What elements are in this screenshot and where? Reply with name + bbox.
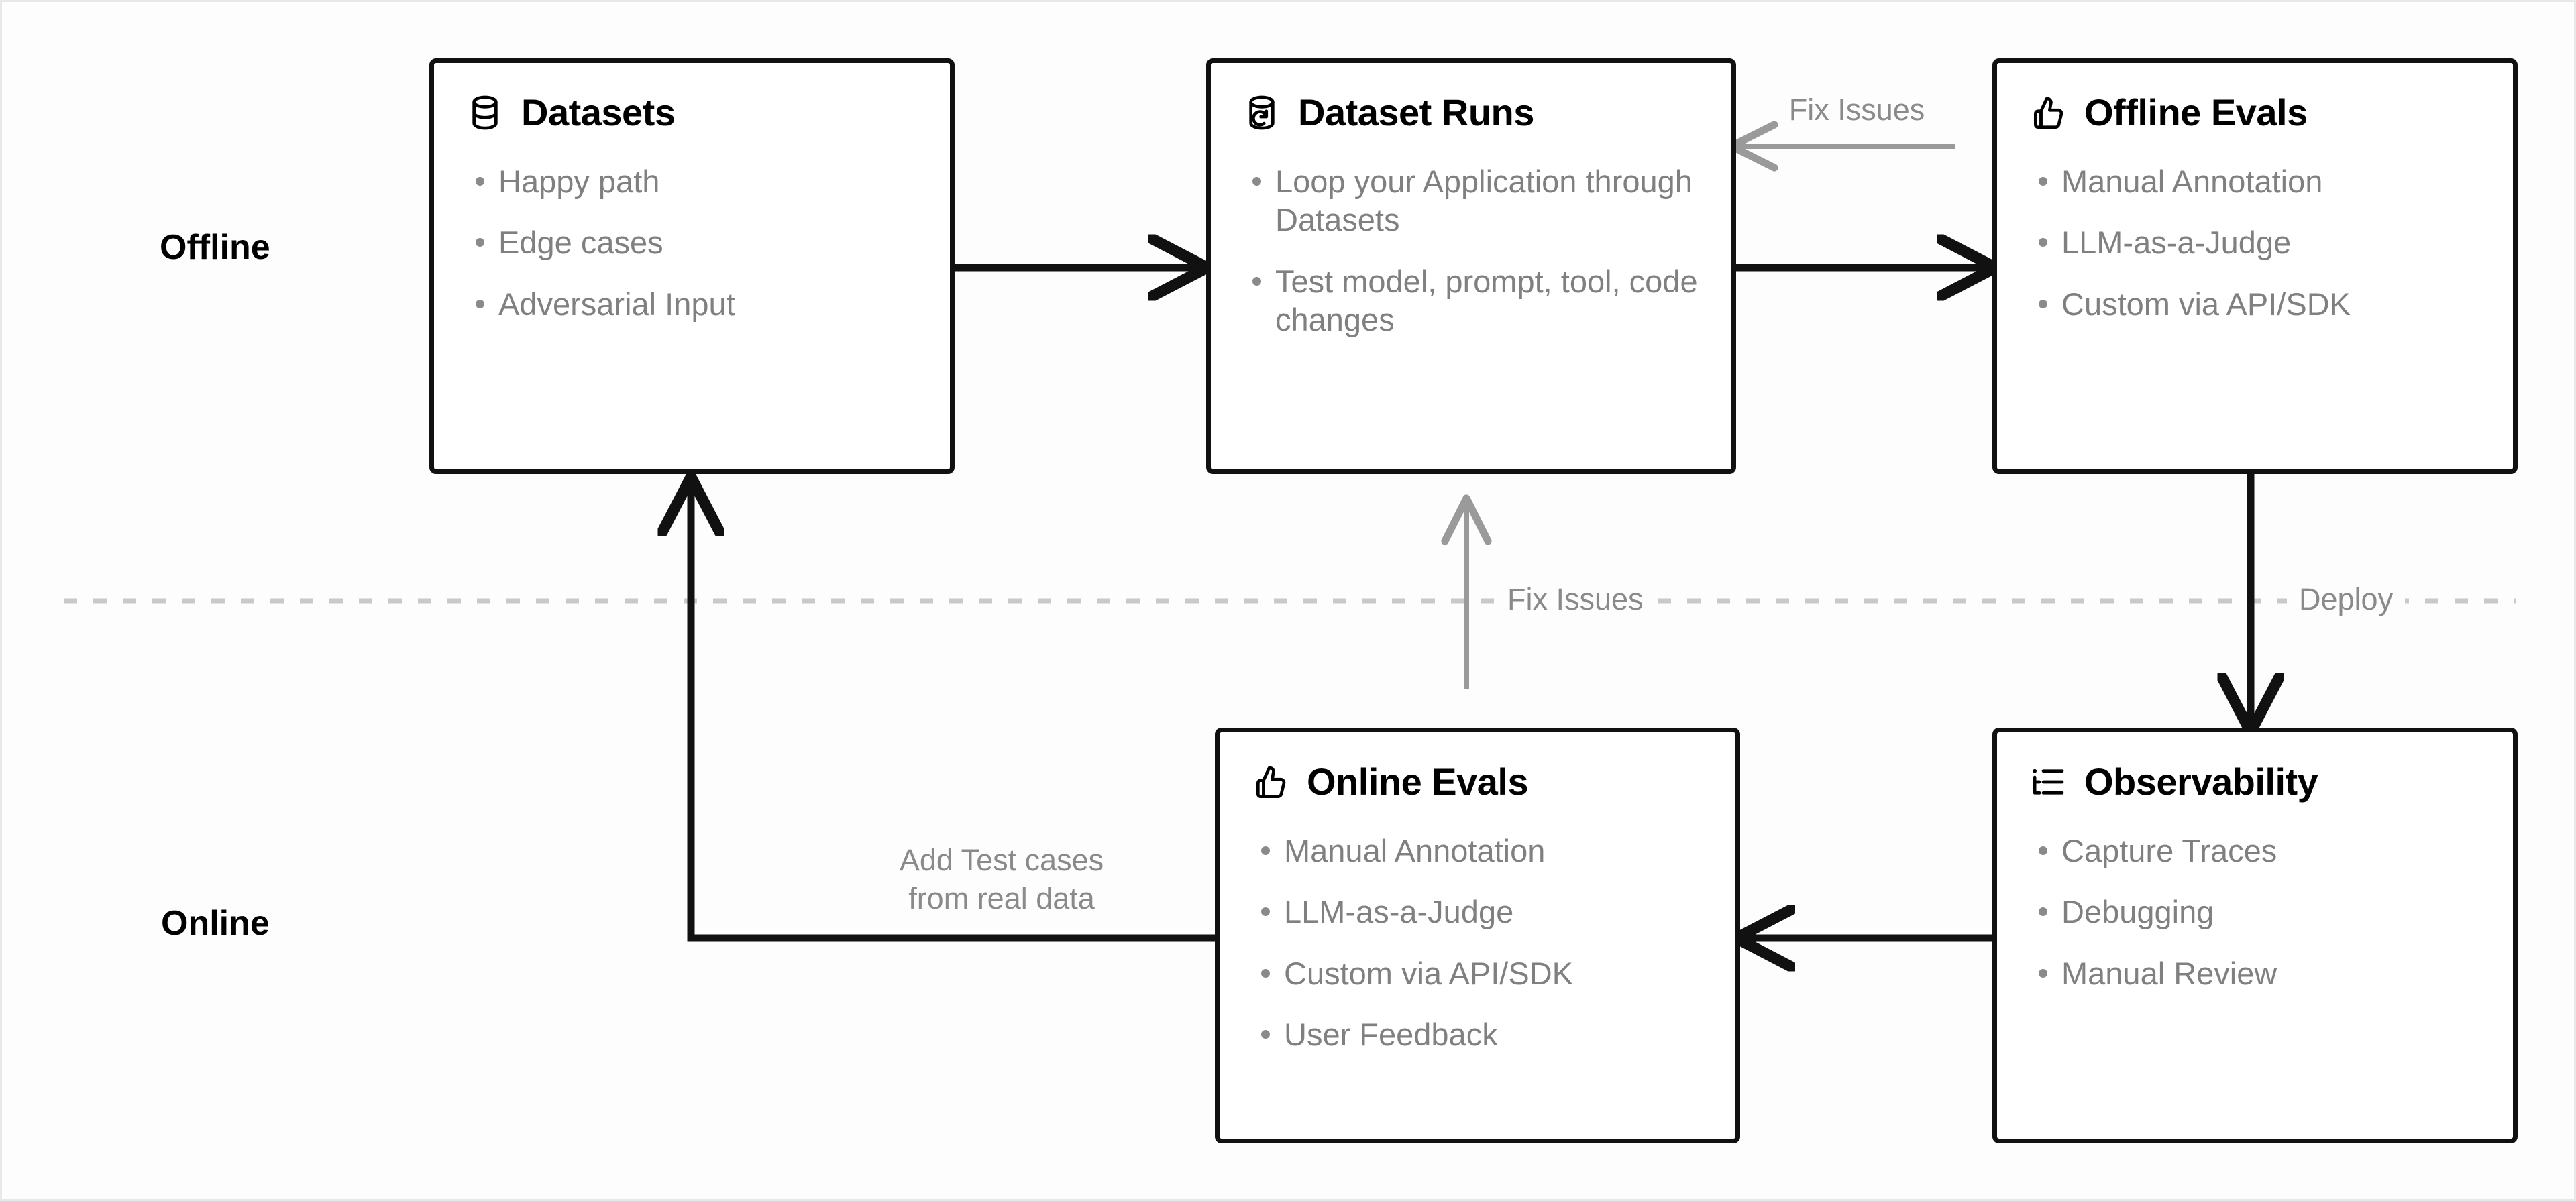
node-offline-evals-title: Offline Evals [2084,91,2308,133]
list-tree-icon [2033,768,2064,795]
node-datasets-header: Datasets [466,94,918,131]
bullet-item: User Feedback [1252,1015,1703,1053]
node-dataset-runs-bullets: Loop your Application through Datasets T… [1243,162,1699,339]
bullet-item: LLM-as-a-Judge [1252,893,1703,931]
thumbs-up-icon [2034,97,2063,129]
node-online-evals[interactable]: Online Evals Manual Annotation LLM-as-a-… [1215,728,1740,1143]
lane-label-offline: Offline [160,228,270,267]
node-datasets-bullets: Happy path Edge cases Adversarial Input [466,162,918,323]
add-test-cases-line-1: Add Test cases [899,843,1104,877]
edge-label-deploy-divider: Deploy [2287,581,2406,619]
bullet-item: Adversarial Input [466,285,918,323]
node-observability[interactable]: Observability Capture Traces Debugging M… [1992,728,2518,1143]
node-observability-header: Observability [2029,763,2481,801]
bullet-item: Loop your Application through Datasets [1243,162,1699,239]
node-dataset-runs-header: Dataset Runs [1243,94,1699,131]
edge-label-fix-issues-divider: Fix Issues [1495,581,1656,619]
bullet-item: Manual Review [2029,954,2481,992]
node-offline-evals-bullets: Manual Annotation LLM-as-a-Judge Custom … [2029,162,2481,323]
bullet-item: Manual Annotation [1252,832,1703,870]
bullet-item: Debugging [2029,893,2481,931]
node-observability-bullets: Capture Traces Debugging Manual Review [2029,832,2481,992]
thumbs-up-icon [1256,766,1286,799]
node-datasets-title: Datasets [521,91,676,133]
node-datasets[interactable]: Datasets Happy path Edge cases Adversari… [429,58,955,474]
node-dataset-runs[interactable]: Dataset Runs Loop your Application throu… [1206,58,1736,474]
bullet-item: Edge cases [466,223,918,262]
node-offline-evals[interactable]: Offline Evals Manual Annotation LLM-as-a… [1992,58,2518,474]
bullet-item: Custom via API/SDK [1252,954,1703,992]
bullet-item: Happy path [466,162,918,201]
add-test-cases-line-2: from real data [908,880,1095,915]
node-online-evals-bullets: Manual Annotation LLM-as-a-Judge Custom … [1252,832,1703,1053]
bullet-item: Capture Traces [2029,832,2481,870]
bullet-item: Custom via API/SDK [2029,285,2481,323]
node-dataset-runs-title: Dataset Runs [1298,91,1534,133]
database-refresh-icon [1249,95,1275,130]
node-online-evals-header: Online Evals [1252,763,1703,801]
bullet-item: LLM-as-a-Judge [2029,223,2481,262]
node-offline-evals-header: Offline Evals [2029,94,2481,131]
edge-label-add-test-cases: Add Test cases from real data [780,842,1223,917]
lane-label-online: Online [161,904,270,943]
edge-label-fix-issues-top: Fix Issues [1788,93,1925,127]
node-online-evals-title: Online Evals [1307,760,1529,803]
database-icon [472,95,498,130]
bullet-item: Manual Annotation [2029,162,2481,201]
node-observability-title: Observability [2084,760,2318,803]
bullet-item: Test model, prompt, tool, code changes [1243,262,1699,339]
